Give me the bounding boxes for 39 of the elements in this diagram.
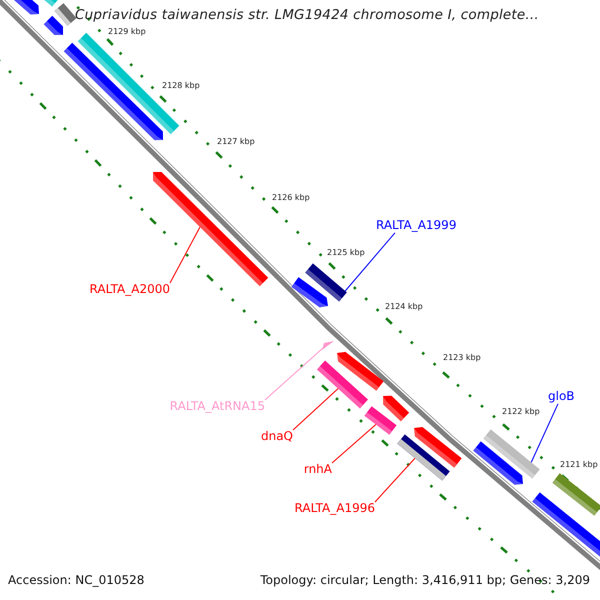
gene-label: RALTA_A2000 bbox=[90, 283, 170, 297]
scale-label: 2127 kbp bbox=[217, 137, 255, 146]
gene-feature bbox=[337, 352, 384, 391]
leader-line bbox=[344, 232, 396, 292]
scale-label: 2121 kbp bbox=[560, 460, 598, 470]
gene-feature bbox=[64, 42, 163, 140]
gene-feature bbox=[364, 406, 397, 435]
scale-label: 2125 kbp bbox=[327, 248, 365, 258]
gene-feature bbox=[552, 473, 600, 516]
gene-feature bbox=[44, 16, 63, 35]
accession-text: Accession: NC_010528 bbox=[8, 574, 144, 588]
gene-label: RALTA_AtRNA15 bbox=[170, 400, 265, 414]
gene-feature bbox=[483, 429, 540, 479]
gene-label: rnhA bbox=[304, 463, 332, 477]
gene-feature bbox=[532, 492, 600, 558]
gene-label: dnaQ bbox=[260, 430, 293, 444]
leader-line bbox=[264, 348, 323, 400]
gene-feature bbox=[473, 441, 523, 485]
leader-line bbox=[530, 403, 558, 463]
scale-label: 2129 kbp bbox=[108, 27, 146, 36]
gene-label: gloB bbox=[548, 390, 575, 404]
gene-feature bbox=[414, 427, 462, 468]
leader-line bbox=[170, 226, 200, 284]
scale-label: 2128 kbp bbox=[162, 81, 200, 90]
scale-label: 2123 kbp bbox=[443, 353, 481, 362]
gene-feature bbox=[383, 396, 410, 422]
scale-label: 2124 kbp bbox=[385, 302, 423, 312]
leader-line bbox=[292, 388, 339, 430]
leader-line bbox=[374, 458, 416, 502]
gene-feature bbox=[305, 263, 347, 302]
gene-feature bbox=[291, 277, 328, 308]
gene-feature bbox=[316, 360, 368, 408]
genome-stats-text: Topology: circular; Length: 3,416,911 bp; Genes: 3,209 bbox=[260, 574, 590, 588]
gene-label: RALTA_A1996 bbox=[294, 502, 375, 516]
diagram-title: Cupriavidus taiwanensis str. LMG19424 chromosome I, complete... bbox=[75, 8, 539, 24]
scale-label: 2122 kbp bbox=[502, 407, 540, 416]
leader-line bbox=[332, 424, 376, 464]
gene-label: RALTA_A1999 bbox=[376, 219, 456, 233]
gene-feature bbox=[322, 341, 334, 350]
